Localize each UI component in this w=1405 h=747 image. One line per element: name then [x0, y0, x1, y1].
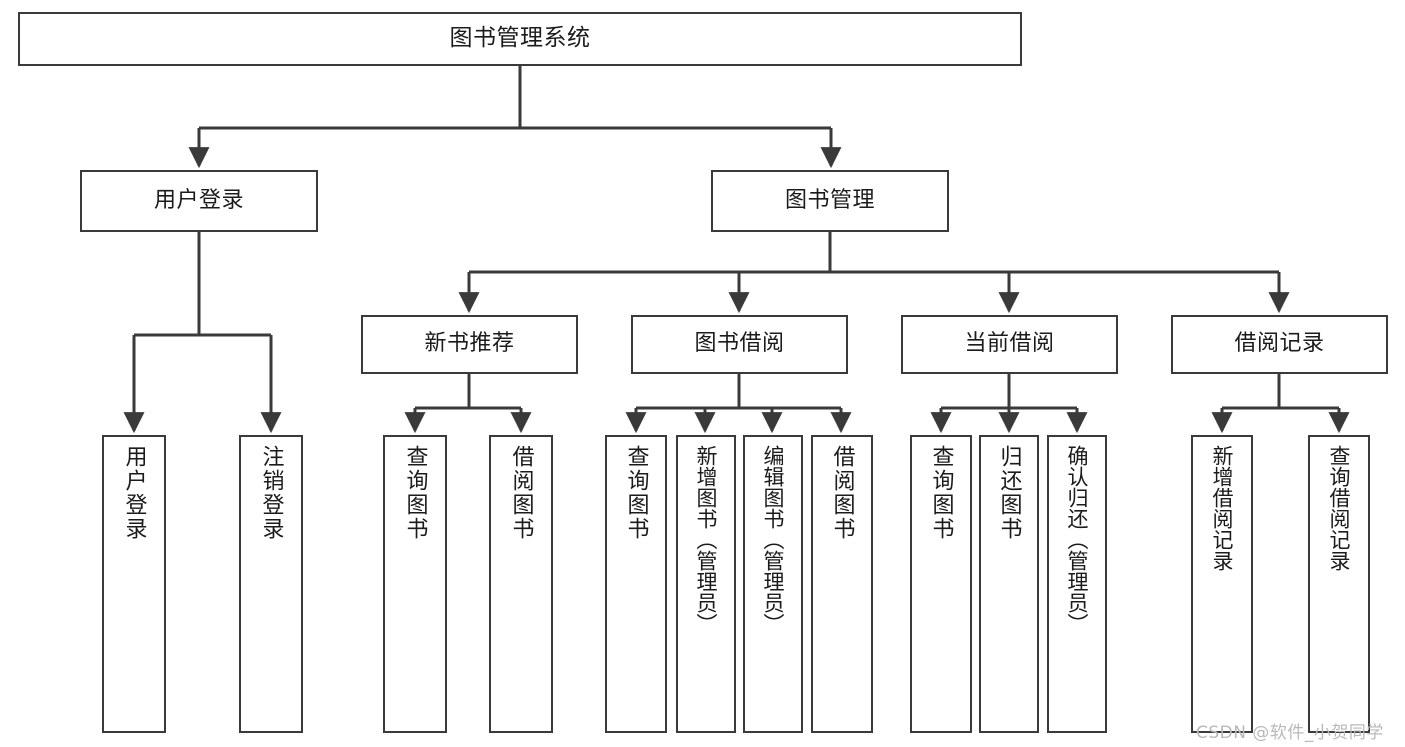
node-label: 图书管理 [784, 187, 875, 213]
node-label: 查询图书 [623, 445, 649, 541]
node-current-borrow[interactable]: 当前借阅 [901, 315, 1118, 374]
node-label: 新书推荐 [424, 331, 515, 357]
node-leaf-borrow-book-2[interactable]: 借阅图书 [811, 435, 873, 733]
node-leaf-confirm-return[interactable]: 确认归还（管理员） [1047, 435, 1107, 733]
node-label: 查询图书 [402, 445, 428, 541]
node-label: 查询借阅记录 [1327, 445, 1352, 571]
node-leaf-user-login[interactable]: 用户登录 [102, 435, 166, 733]
node-label: 归还图书 [996, 445, 1022, 541]
node-leaf-query-book-1[interactable]: 查询图书 [383, 435, 447, 733]
watermark-text: CSDN @软件_小贺同学 [1196, 723, 1384, 743]
node-label: 借阅记录 [1234, 331, 1325, 357]
node-label: 图书管理系统 [449, 25, 591, 52]
node-root-system[interactable]: 图书管理系统 [18, 12, 1022, 66]
node-leaf-query-book-2[interactable]: 查询图书 [605, 435, 667, 733]
node-label: 确认归还（管理员） [1065, 445, 1090, 634]
node-book-management[interactable]: 图书管理 [711, 170, 949, 232]
node-leaf-logout-login[interactable]: 注销登录 [239, 435, 303, 733]
node-label: 注销登录 [258, 445, 284, 541]
node-label: 用户登录 [121, 445, 147, 541]
node-label: 用户登录 [153, 187, 244, 213]
node-leaf-query-borrow-record[interactable]: 查询借阅记录 [1308, 435, 1370, 733]
node-new-book-recommend[interactable]: 新书推荐 [361, 315, 578, 374]
node-leaf-add-book[interactable]: 新增图书（管理员） [676, 435, 736, 733]
node-borrow-record[interactable]: 借阅记录 [1171, 315, 1388, 374]
node-label: 当前借阅 [964, 331, 1055, 357]
node-leaf-return-book[interactable]: 归还图书 [979, 435, 1039, 733]
node-label: 编辑图书（管理员） [761, 445, 786, 634]
node-book-borrow[interactable]: 图书借阅 [631, 315, 848, 374]
node-label: 借阅图书 [829, 445, 855, 541]
node-label: 新增借阅记录 [1210, 445, 1235, 571]
node-label: 图书借阅 [694, 331, 785, 357]
node-label: 借阅图书 [508, 445, 534, 541]
node-leaf-borrow-book-1[interactable]: 借阅图书 [489, 435, 553, 733]
node-leaf-query-book-3[interactable]: 查询图书 [910, 435, 972, 733]
node-user-login[interactable]: 用户登录 [80, 170, 318, 232]
node-label: 新增图书（管理员） [694, 445, 719, 634]
node-leaf-add-borrow-record[interactable]: 新增借阅记录 [1191, 435, 1253, 733]
node-label: 查询图书 [928, 445, 954, 541]
node-leaf-edit-book[interactable]: 编辑图书（管理员） [743, 435, 803, 733]
